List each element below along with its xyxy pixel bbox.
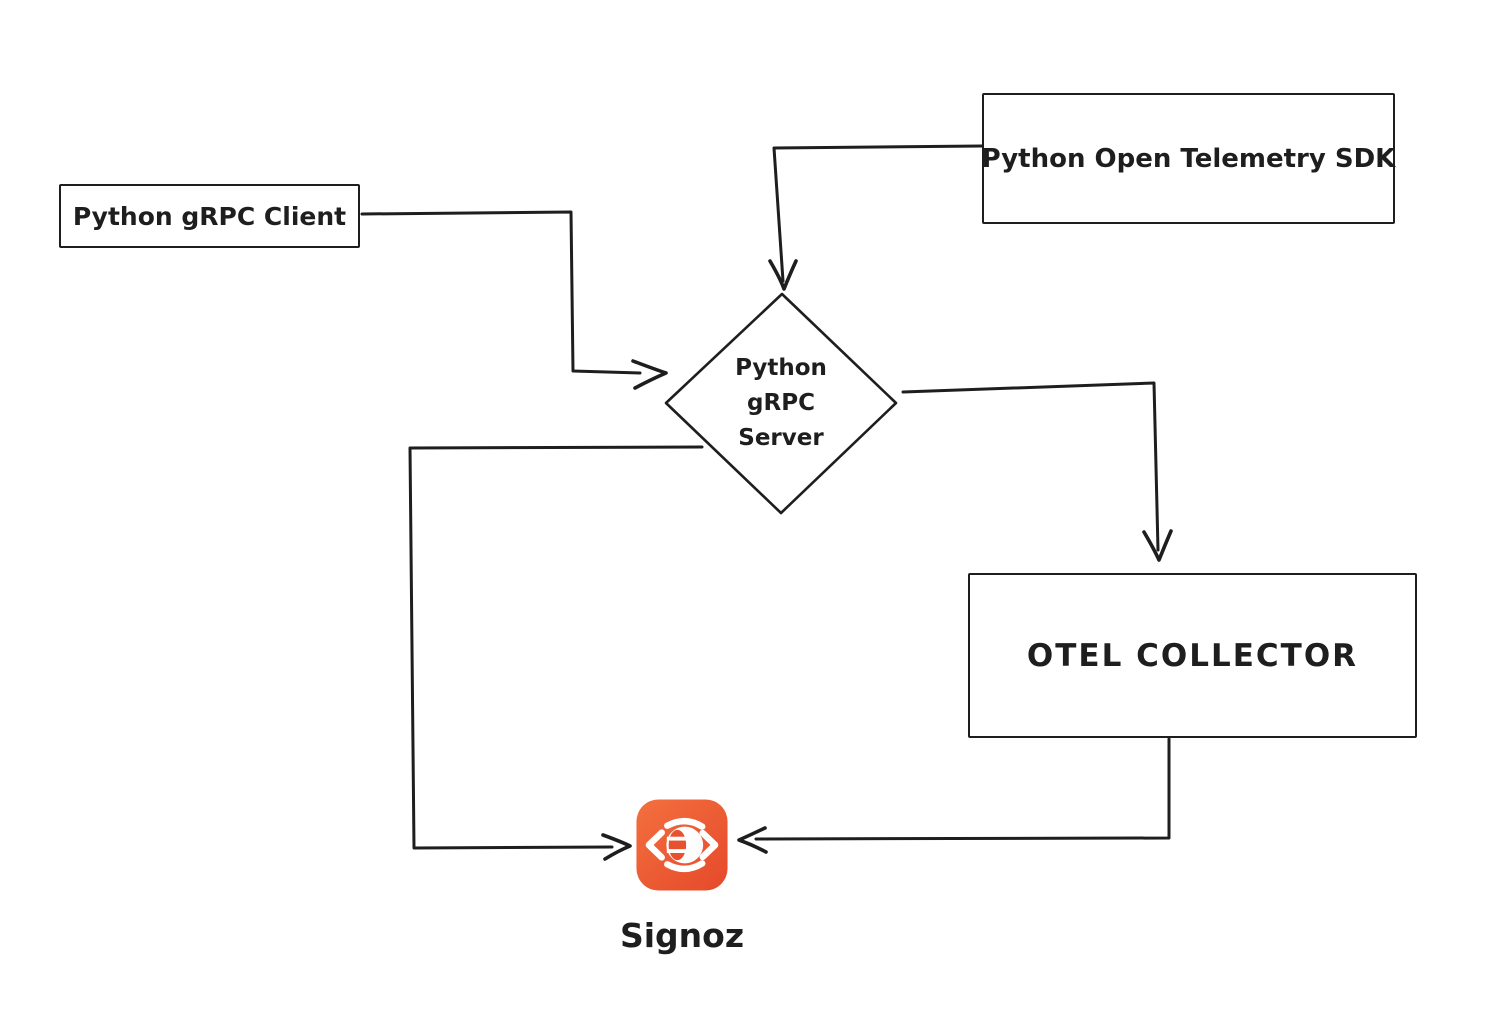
node-client: Python gRPC Client [59,184,360,248]
signoz-eye-icon [636,799,728,891]
node-server-label-line3: Server [738,424,824,451]
edge-client-to-server [360,210,668,390]
node-server-label: Python gRPC Server [695,351,867,456]
signoz-pupil-slit-top [666,836,688,841]
node-collector-label: OTEL COLLECTOR [1026,637,1359,674]
node-client-label: Python gRPC Client [72,201,347,231]
node-server-label-line1: Python [735,355,827,381]
signoz-eye-outline [645,817,719,873]
signoz-pupil-slit-bottom [666,849,688,854]
edge-server-to-collector [901,381,1173,562]
node-server-label-line2: gRPC [747,389,815,416]
signoz-pupil [668,829,687,861]
node-sdk-label: Python Open Telemetry SDK [981,143,1396,174]
signoz-node [636,799,728,891]
node-sdk: Python Open Telemetry SDK [982,93,1395,224]
diamond-server [664,292,898,515]
edge-collector-to-signoz [737,737,1171,854]
node-collector: OTEL COLLECTOR [968,573,1417,738]
edge-server-to-signoz [408,445,704,861]
signoz-label: Signoz [619,916,745,955]
edge-sdk-to-server [768,144,984,291]
